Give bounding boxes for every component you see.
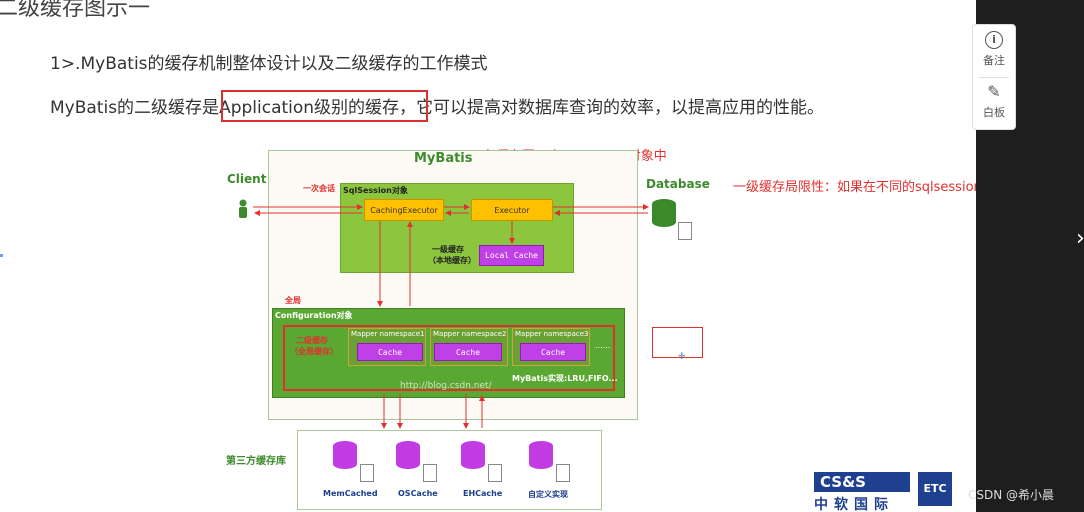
- info-icon: i: [985, 31, 1003, 49]
- ehcache-label: EHCache: [463, 489, 503, 498]
- namespace-cache-3: Cache: [520, 343, 586, 361]
- notes-label: 备注: [983, 54, 1005, 67]
- namespace-label-1: Mapper namespace1: [351, 330, 425, 338]
- slide-subtitle: 1>.MyBatis的缓存机制整体设计以及二级缓存的工作模式: [50, 54, 488, 74]
- logo-text-bottom: 中软国际: [814, 497, 894, 512]
- impl-note: MyBatis实现:LRU,FIFO...: [512, 374, 618, 383]
- mybatis-title: MyBatis: [414, 151, 473, 166]
- global-label: 全局: [285, 296, 301, 305]
- ehcache-doc-icon: [488, 464, 502, 482]
- oscache-cylinder-icon: [396, 441, 420, 469]
- configuration-label: Configuration对象: [275, 311, 353, 320]
- side-divider: [979, 77, 1009, 78]
- presentation-slide: 二级缓存图示一 1>.MyBatis的缓存机制整体设计以及二级缓存的工作模式 M…: [0, 0, 976, 512]
- namespace-cache-1: Cache: [357, 343, 423, 361]
- database-document-icon: [678, 222, 692, 240]
- database-cylinder-icon: [652, 199, 676, 227]
- oscache-label: OSCache: [398, 489, 438, 498]
- logo-badge: ETC: [918, 472, 952, 506]
- pen-icon: ✎: [987, 82, 1001, 101]
- local-cache-note: （本地缓存）: [428, 256, 476, 265]
- body-text-highlight: Application级别的缓存，: [219, 98, 417, 118]
- first-level-cache-label: 一级缓存: [432, 245, 464, 254]
- one-session-label: 一次会话: [303, 184, 335, 193]
- memcached-doc-icon: [360, 464, 374, 482]
- diagram-arrows: [253, 204, 649, 429]
- whiteboard-button[interactable]: ✎ 白板: [973, 83, 1015, 120]
- second-level-cache-region: [283, 325, 615, 391]
- second-level-cache-label: 二级缓存: [296, 336, 328, 345]
- csdn-credit: CSDN @希小晨: [968, 488, 1055, 502]
- custom-doc-icon: [556, 464, 570, 482]
- highlight-box: [221, 90, 428, 122]
- cssandc-logo: CS&S 中软国际 ETC: [814, 470, 954, 512]
- whiteboard-label: 白板: [983, 106, 1005, 119]
- custom-cylinder-icon: [529, 441, 553, 469]
- memcached-cylinder-icon: [333, 441, 357, 469]
- sqlsession-label: SqlSession对象: [343, 186, 408, 195]
- body-text-before: MyBatis的二级缓存是: [50, 98, 220, 118]
- executor-box: Executor: [471, 199, 553, 221]
- watermark: http://blog.csdn.net/: [400, 381, 492, 391]
- notes-button[interactable]: i 备注: [973, 31, 1015, 68]
- third-party-label: 第三方缓存库: [226, 456, 286, 467]
- crosshair-cursor-icon: ✛: [678, 352, 686, 362]
- body-text-after: 它可以提高对数据库查询的效率，以提高应用的性能。: [416, 98, 825, 118]
- caching-executor-box: CachingExecutor: [364, 199, 444, 221]
- namespace-cache-2: Cache: [434, 343, 502, 361]
- empty-annotation-box: [652, 327, 703, 358]
- client-person-icon: [239, 199, 247, 218]
- custom-impl-label: 自定义实现: [528, 490, 568, 499]
- annotation-first-level-limit: 一级缓存局限性：如果在不同的sqlsession中，缓存不可用: [733, 180, 976, 195]
- client-label: Client: [227, 172, 267, 186]
- side-toolbar: i 备注 ✎ 白板: [972, 24, 1016, 130]
- slide-title: 二级缓存图示一: [0, 0, 151, 21]
- ehcache-cylinder-icon: [461, 441, 485, 469]
- namespace-label-2: Mapper namespace2: [433, 330, 507, 338]
- global-cache-note: （全局缓存）: [290, 347, 338, 356]
- local-cache-box: Local Cache: [479, 245, 544, 266]
- next-slide-chevron-icon[interactable]: ›: [1076, 226, 1084, 251]
- slide-marker: [0, 254, 3, 257]
- namespace-ellipsis: ......: [595, 341, 611, 350]
- database-label: Database: [646, 177, 710, 191]
- slide-body-line: MyBatis的二级缓存是Application级别的缓存，它可以提高对数据库查…: [50, 93, 824, 118]
- memcached-label: MemCached: [323, 489, 378, 498]
- logo-text-top: CS&S: [814, 472, 910, 492]
- namespace-label-3: Mapper namespace3: [515, 330, 589, 338]
- oscache-doc-icon: [423, 464, 437, 482]
